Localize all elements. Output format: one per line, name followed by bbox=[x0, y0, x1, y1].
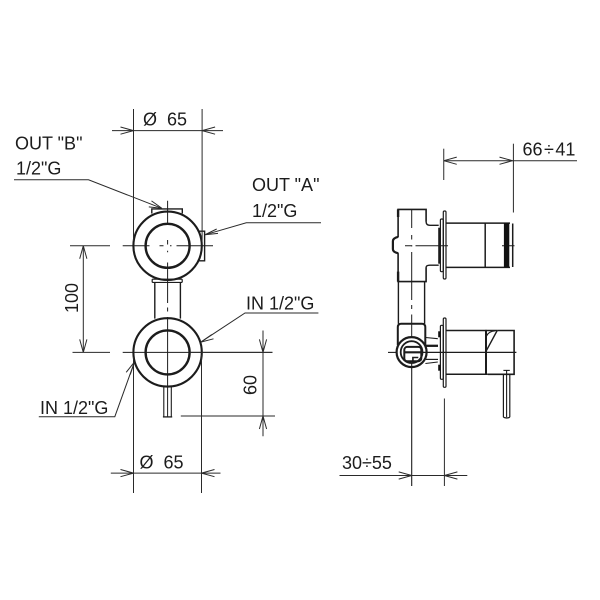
svg-text:IN 1/2"G: IN 1/2"G bbox=[40, 398, 108, 418]
svg-text:100: 100 bbox=[62, 283, 82, 313]
svg-text:1/2"G: 1/2"G bbox=[252, 201, 297, 221]
svg-text:Ø 65: Ø 65 bbox=[140, 453, 184, 473]
svg-text:OUT "A": OUT "A" bbox=[252, 175, 319, 195]
svg-text:66 ÷ 41: 66 ÷ 41 bbox=[523, 140, 576, 160]
svg-text:IN 1/2"G: IN 1/2"G bbox=[246, 293, 314, 313]
svg-text:OUT "B": OUT "B" bbox=[15, 134, 82, 154]
svg-text:Ø 65: Ø 65 bbox=[143, 110, 187, 130]
svg-text:60: 60 bbox=[241, 375, 261, 395]
svg-text:1/2"G: 1/2"G bbox=[16, 159, 61, 179]
svg-text:30÷55: 30÷55 bbox=[342, 453, 392, 473]
